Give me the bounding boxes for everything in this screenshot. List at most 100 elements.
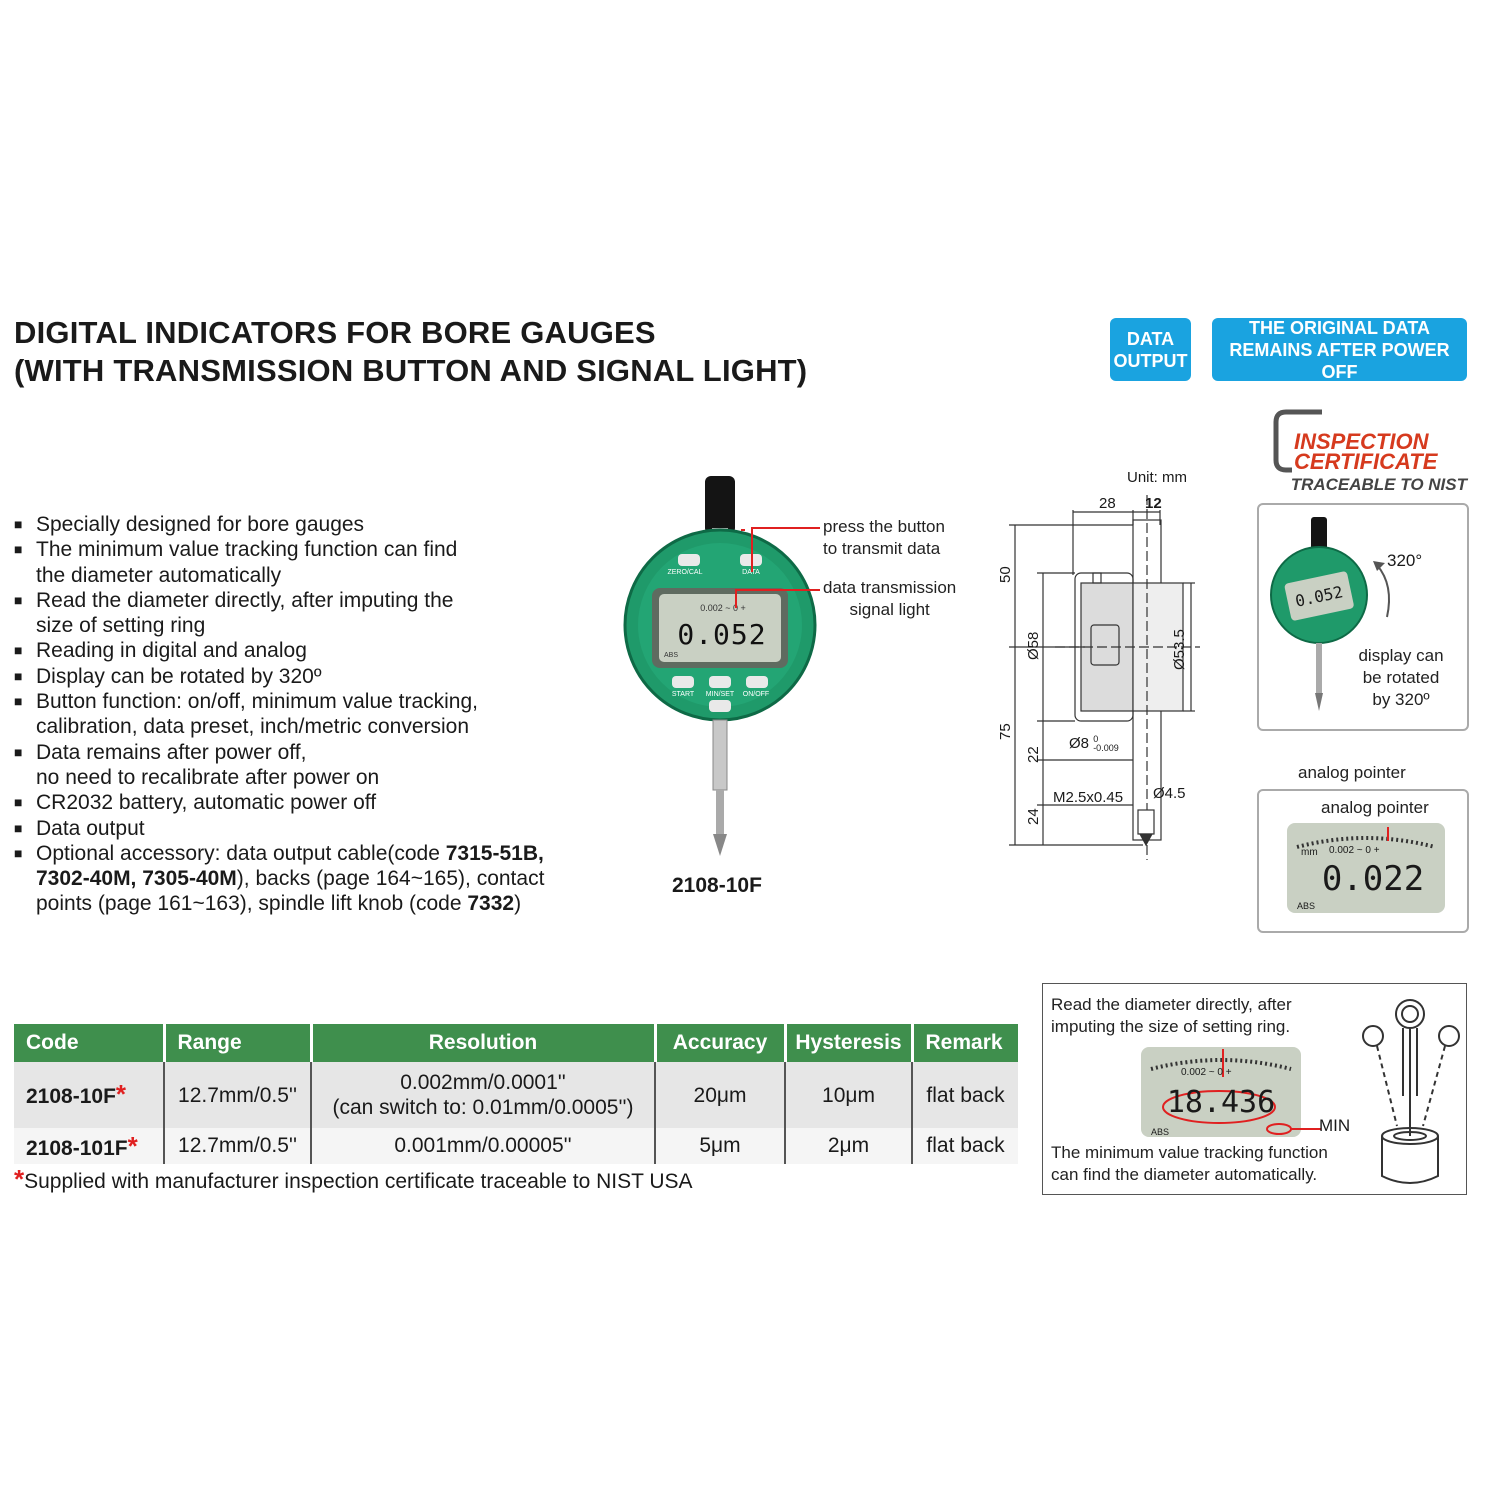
min-abs: ABS [1151, 1127, 1170, 1137]
data-output-badge: DATA OUTPUT [1110, 318, 1191, 381]
analog-lcd: mm 0.002 ~ 0 + 0.022 ABS [1287, 823, 1445, 913]
th-resolution: Resolution [311, 1024, 657, 1062]
dim-12: 12 [1145, 495, 1162, 512]
cell-accuracy: 20μm [655, 1062, 786, 1128]
feature-text: Data remains after power off, [36, 740, 307, 764]
feature-item: ■The minimum value tracking function can… [14, 538, 458, 587]
min-panel-top-text: Read the diameter directly, after imputi… [1051, 994, 1292, 1038]
resolution-text: (can switch to: 0.01mm/0.0005'') [332, 1096, 634, 1119]
dim-m2-5: M2.5x0.45 [1053, 789, 1124, 806]
dim-24: 24 [1025, 808, 1042, 825]
min-lcd-value: 18.436 [1166, 1085, 1276, 1120]
accessory-code: 7302-40M, 7305-40M [36, 867, 237, 891]
feature-text: no need to recalibrate after power on [36, 765, 380, 789]
inspection-certificate-logo: INSPECTION CERTIFICATE TRACEABLE TO NIST [1272, 408, 1472, 498]
spec-table: Code Range Resolution Accuracy Hysteresi… [14, 1024, 1018, 1164]
dim-53-5: Ø53.5 [1171, 629, 1188, 670]
onoff-button-label: ON/OFF [742, 691, 770, 698]
panel-text: Read the diameter directly, after [1051, 995, 1292, 1014]
feature-text: Display can be rotated by 320º [36, 664, 322, 688]
cell-remark: flat back [912, 1062, 1018, 1128]
caption-text: display can [1358, 646, 1444, 665]
certificate-line-1: INSPECTION [1294, 429, 1429, 454]
analog-mm: mm [1301, 847, 1318, 858]
analog-abs: ABS [1297, 901, 1316, 911]
analog-scale-text: 0.002 ~ 0 + [1329, 845, 1380, 856]
cell-remark: flat back [912, 1128, 1018, 1164]
analog-panel: analog pointer mm 0.002 ~ 0 + 0.022 ABS [1257, 789, 1469, 933]
cell-hysteresis: 2μm [785, 1128, 913, 1164]
original-data-badge: THE ORIGINAL DATA REMAINS AFTER POWER OF… [1212, 318, 1467, 382]
start-button-label: START [671, 691, 695, 698]
dim-8-tol-top: 0 [1093, 734, 1099, 745]
badge-text: REMAINS AFTER POWER OFF [1229, 339, 1450, 382]
table-row: 2108-101F* 12.7mm/0.5'' 0.001mm/0.00005'… [14, 1128, 1018, 1164]
rotate-caption: display can be rotated by 320º [1345, 645, 1457, 711]
title-line-2: (WITH TRANSMISSION BUTTON AND SIGNAL LIG… [14, 353, 808, 388]
table-row: 2108-10F* 12.7mm/0.5'' 0.002mm/0.0001''(… [14, 1062, 1018, 1128]
footnote-text: Supplied with manufacturer inspection ce… [24, 1170, 693, 1193]
accessory-code: 7332 [467, 892, 515, 916]
technical-drawing: Unit: mm 28 12 50 Ø58 Ø53.5 75 22 Ø8 0 -… [995, 465, 1205, 865]
dim-28: 28 [1099, 495, 1116, 512]
certificate-line-3: TRACEABLE TO NIST [1290, 475, 1467, 494]
dimension-drawing-icon [1009, 495, 1200, 860]
code-text: 2108-10F [26, 1084, 116, 1108]
rotated-indicator-icon [1270, 517, 1390, 711]
accessory-text: points (page 161~163), spindle lift knob… [36, 892, 468, 916]
code-text: 2108-101F [26, 1136, 128, 1160]
minset-button-label: MIN/SET [705, 691, 735, 698]
min-callout-line [1291, 1128, 1321, 1130]
dim-4-5: Ø4.5 [1153, 785, 1186, 802]
callout-text: to transmit data [823, 539, 941, 558]
cell-range: 12.7mm/0.5'' [164, 1062, 312, 1128]
cell-hysteresis: 10μm [785, 1062, 913, 1128]
rotate-panel: 0.052 320° display can be rotated by 320… [1257, 503, 1469, 731]
dim-50: 50 [997, 566, 1014, 583]
feature-text: Reading in digital and analog [36, 639, 307, 663]
analog-lcd-value: 0.022 [1321, 859, 1425, 899]
certificate-line-2: CERTIFICATE [1294, 449, 1438, 474]
feature-item: ■CR2032 battery, automatic power off [14, 791, 377, 815]
feature-text: Data output [36, 816, 145, 840]
th-accuracy: Accuracy [655, 1024, 787, 1062]
callout-text: data transmission [823, 578, 957, 597]
accessory-code: 7315-51B, [445, 841, 544, 865]
dim-8-tol-bot: -0.009 [1093, 743, 1119, 754]
cell-accuracy: 5μm [655, 1128, 786, 1164]
callout-signal: data transmission signal light [823, 577, 956, 621]
feature-item: ■Read the diameter directly, after imput… [14, 588, 454, 638]
table-header-row: Code Range Resolution Accuracy Hysteresi… [14, 1024, 1018, 1062]
feature-text: calibration, data preset, inch/metric co… [36, 715, 470, 739]
accessory-text: Optional accessory: data output cable(co… [36, 841, 446, 865]
dim-8-value: Ø8 [1069, 735, 1090, 752]
resolution-text: 0.002mm/0.0001'' [400, 1071, 566, 1094]
caption-text: by 320º [1372, 690, 1430, 709]
certificate-frame-icon [1273, 409, 1322, 473]
caption-text: be rotated [1362, 668, 1440, 687]
feature-text: the diameter automatically [36, 563, 282, 587]
zero-cal-label: ZERO/CAL [667, 569, 703, 576]
feature-text: The minimum value tracking function can … [36, 538, 458, 562]
cell-resolution: 0.001mm/0.00005'' [311, 1128, 656, 1164]
min-tracking-panel: Read the diameter directly, after imputi… [1042, 983, 1467, 1195]
unit-label: Unit: mm [1127, 469, 1187, 486]
dim-58: Ø58 [1025, 631, 1042, 660]
cell-resolution: 0.002mm/0.0001''(can switch to: 0.01mm/0… [311, 1062, 656, 1128]
cell-code: 2108-101F* [14, 1128, 165, 1164]
product-model-label: 2108-10F [672, 874, 762, 897]
callout-text: signal light [849, 600, 930, 619]
footnote-star: * [14, 1164, 25, 1194]
badge-text: DATA [1126, 328, 1175, 349]
feature-item: ■Reading in digital and analog [14, 639, 307, 663]
analog-pointer-caption: analog pointer [1298, 763, 1406, 782]
min-lcd-marks-icon [1150, 1049, 1292, 1135]
feature-item: ■Data output [14, 816, 145, 840]
product-image: ZERO/CAL DATA 0.002 ~ 0 + 0.052 ABS STAR… [620, 470, 820, 870]
accessory-text: ) [514, 892, 522, 916]
feature-item: ■Button function: on/off, minimum value … [14, 690, 479, 739]
analog-scale-icon [1296, 827, 1436, 849]
lcd-scale: 0.002 ~ 0 + [700, 603, 746, 613]
feature-list: ■Specially designed for bore gauges ■The… [14, 512, 614, 917]
feature-text: size of setting ring [36, 614, 206, 638]
